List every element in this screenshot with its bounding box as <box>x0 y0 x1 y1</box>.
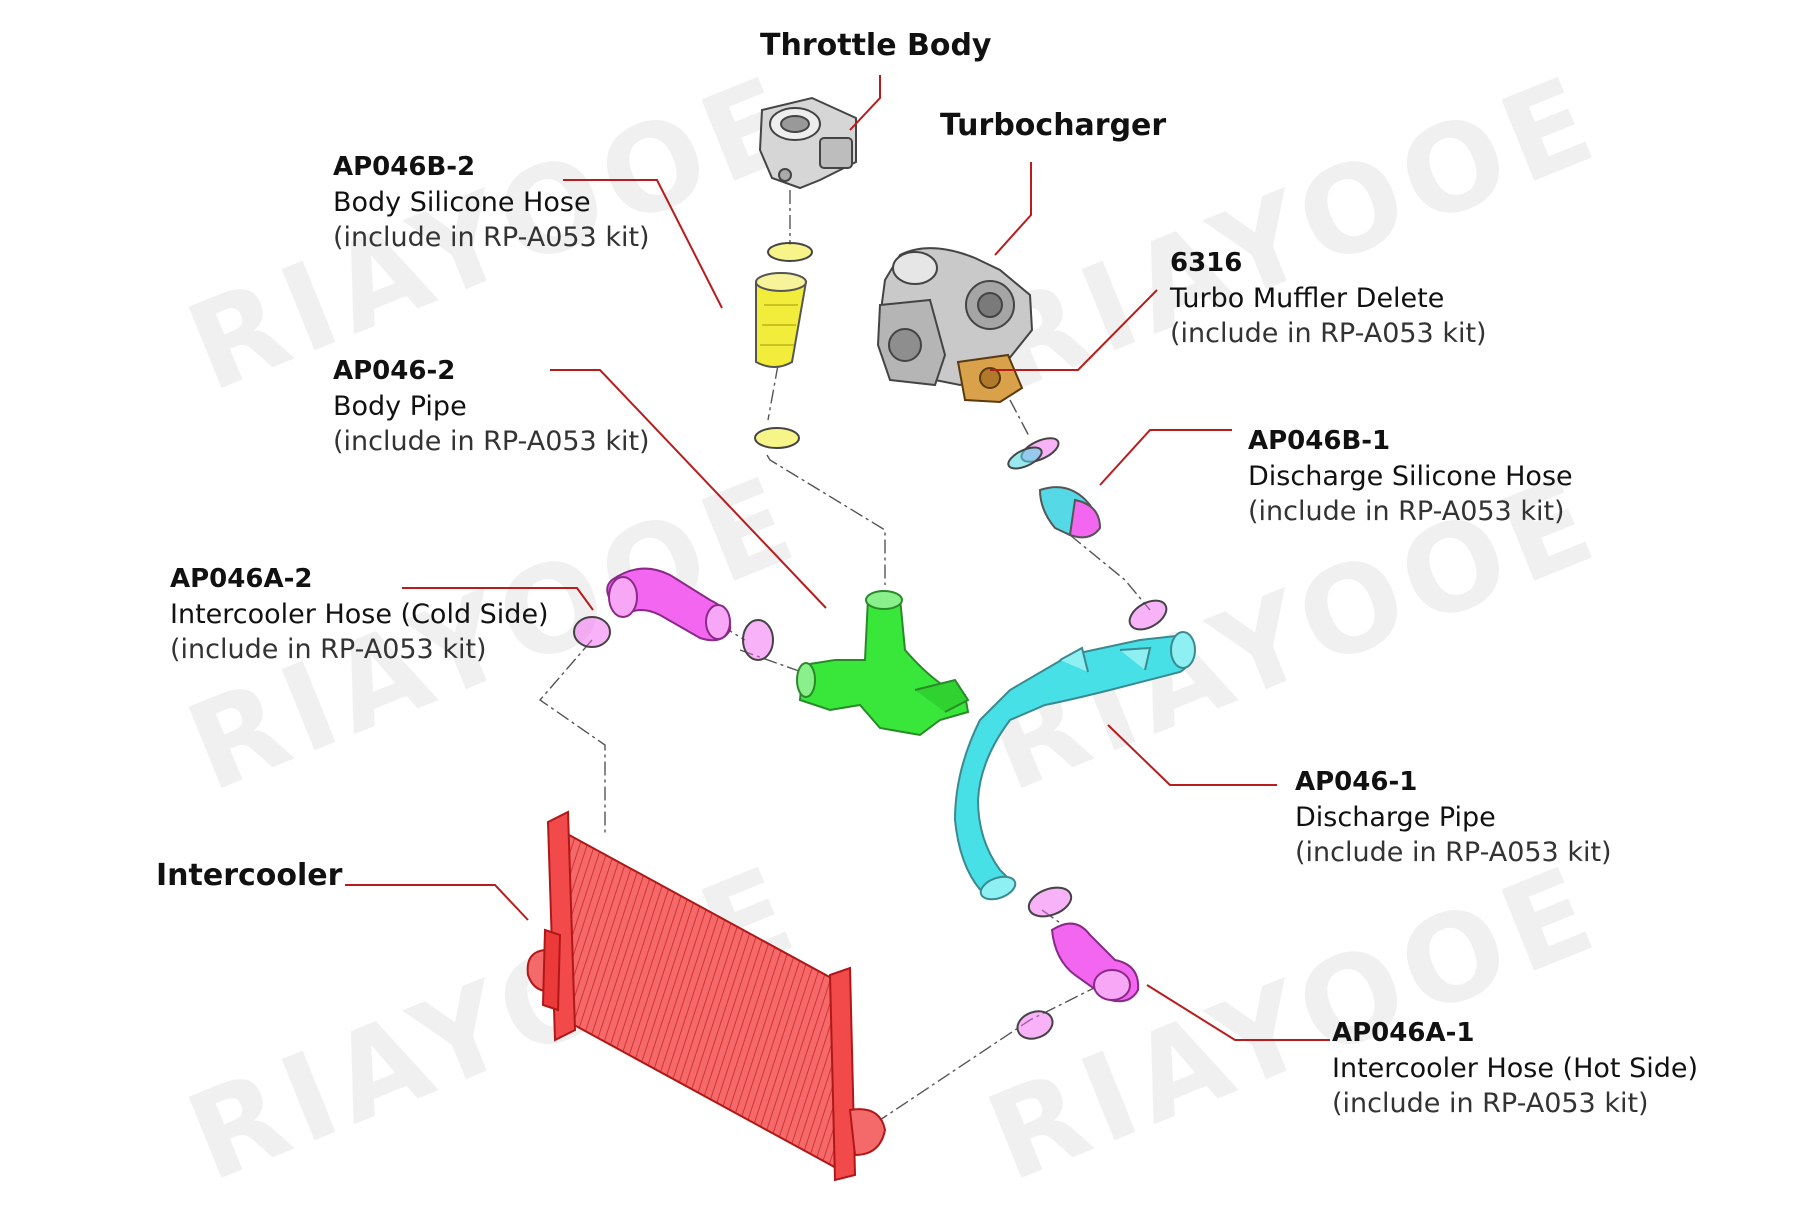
body-pipe <box>796 590 970 737</box>
part-kit-note: (include in RP-A053 kit) <box>170 634 487 665</box>
part-name: Body Silicone Hose <box>333 187 591 218</box>
part-code: AP046-2 <box>333 356 456 386</box>
discharge-silicone-hose <box>1038 486 1102 539</box>
part-kit-note: (include in RP-A053 kit) <box>333 426 650 457</box>
intercooler-hose-cold-side <box>606 567 732 642</box>
part-kit-note: (include in RP-A053 kit) <box>1248 496 1565 527</box>
part-code: AP046-1 <box>1295 767 1418 797</box>
part-kit-note: (include in RP-A053 kit) <box>1170 318 1487 349</box>
part-name: Discharge Pipe <box>1295 802 1496 833</box>
part-code: 6316 <box>1170 248 1243 278</box>
body-silicone-hose <box>755 272 808 368</box>
clamp <box>1128 599 1168 631</box>
part-kit-note: (include in RP-A053 kit) <box>1332 1088 1649 1119</box>
turbocharger <box>876 247 1034 387</box>
part-code: AP046A-2 <box>170 564 313 594</box>
clamp <box>573 616 774 661</box>
turbo-muffler-delete <box>956 353 1024 404</box>
label-ap046b-1: AP046B-1 Discharge Silicone Hose (includ… <box>1248 424 1573 529</box>
intercooler-hose-hot-side <box>1050 922 1140 1003</box>
clamp <box>1007 437 1060 470</box>
throttle-body-heading: Throttle Body <box>760 28 992 63</box>
intercooler-heading: Intercooler <box>156 858 343 893</box>
part-kit-note: (include in RP-A053 kit) <box>333 222 650 253</box>
part-code: AP046B-1 <box>1248 426 1391 456</box>
label-ap046a-1: AP046A-1 Intercooler Hose (Hot Side) (in… <box>1332 1016 1698 1121</box>
part-code: AP046A-1 <box>1332 1018 1475 1048</box>
turbocharger-heading: Turbocharger <box>940 108 1167 143</box>
clamp <box>754 242 813 449</box>
part-name: Body Pipe <box>333 391 467 422</box>
part-name: Turbo Muffler Delete <box>1170 283 1445 314</box>
leader-lines <box>345 75 1330 1041</box>
part-code: AP046B-2 <box>333 152 476 182</box>
part-kit-note: (include in RP-A053 kit) <box>1295 837 1612 868</box>
part-name: Intercooler Hose (Cold Side) <box>170 599 549 630</box>
discharge-pipe <box>953 631 1196 901</box>
label-6316: 6316 Turbo Muffler Delete (include in RP… <box>1170 246 1487 351</box>
part-name: Intercooler Hose (Hot Side) <box>1332 1053 1698 1084</box>
label-ap046a-2: AP046A-2 Intercooler Hose (Cold Side) (i… <box>170 562 549 667</box>
intercooler <box>526 810 887 1182</box>
label-ap046-2: AP046-2 Body Pipe (include in RP-A053 ki… <box>333 354 650 459</box>
part-name: Discharge Silicone Hose <box>1248 461 1573 492</box>
label-ap046b-2: AP046B-2 Body Silicone Hose (include in … <box>333 150 650 255</box>
throttle-body <box>758 96 857 190</box>
label-ap046-1: AP046-1 Discharge Pipe (include in RP-A0… <box>1295 765 1612 870</box>
clamp <box>1016 886 1073 1040</box>
